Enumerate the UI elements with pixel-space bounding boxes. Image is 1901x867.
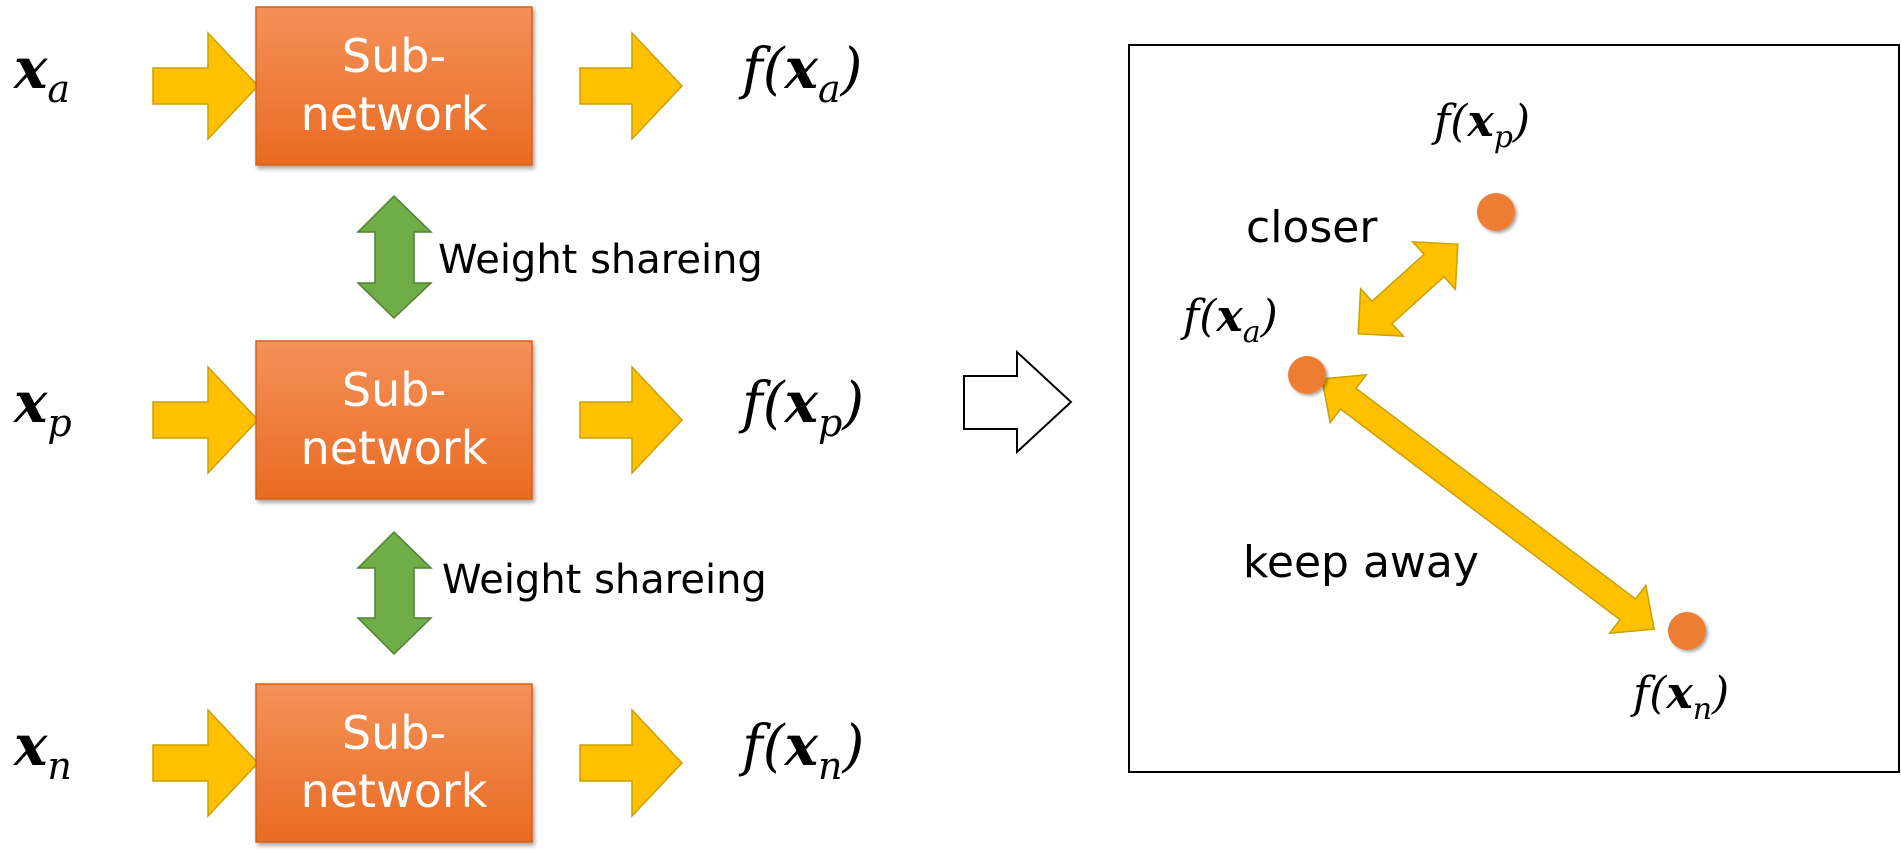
subnetwork-label-line1: Sub- [342, 363, 446, 417]
weight-sharing-1: Weight shareing [356, 194, 763, 320]
output-arrow-negative [579, 708, 684, 818]
input-arrow-positive [152, 365, 260, 475]
row-positive: xp Sub- network f(xp) [13, 340, 864, 500]
share-arrow-1 [356, 194, 433, 320]
transition-arrow [963, 349, 1073, 455]
keep-away-label: keep away [1243, 537, 1479, 588]
embedding-space-frame [1128, 44, 1900, 773]
output-arrow-anchor [579, 31, 684, 141]
share-arrow-2 [356, 530, 433, 656]
subnetwork-block-positive: Sub- network [255, 340, 533, 500]
input-arrow-negative [152, 708, 260, 818]
weight-sharing-2: Weight shareing [356, 530, 767, 656]
subnetwork-label-line1: Sub- [342, 706, 446, 760]
keep-away-arrow [1320, 373, 1656, 635]
point-label-fxp: f(xp) [1431, 96, 1530, 155]
embedding-space-panel: f(xp) f(xa) f(xn) closer keep away [1128, 44, 1900, 773]
input-xa-label: xa [13, 36, 70, 111]
output-fxa-label: f(xa) [738, 36, 862, 111]
subnetwork-label-line2: network [301, 764, 488, 818]
closer-label: closer [1246, 202, 1378, 253]
input-arrow-anchor [152, 31, 260, 141]
closer-arrow [1357, 240, 1459, 338]
weight-sharing-label-2: Weight shareing [442, 557, 767, 603]
point-fxp [1477, 193, 1515, 231]
output-arrow-positive [579, 365, 684, 475]
output-fxn-label: f(xn) [738, 713, 864, 788]
subnetwork-block-negative: Sub- network [255, 683, 533, 843]
point-fxa [1288, 356, 1326, 394]
row-anchor: xa Sub- network f(xa) [13, 6, 862, 166]
point-fxn [1668, 612, 1706, 650]
subnetwork-label-line1: Sub- [342, 29, 446, 83]
output-fxp-label: f(xp) [738, 370, 864, 445]
input-xn-label: xn [13, 713, 72, 788]
subnetwork-label-line2: network [301, 421, 488, 475]
row-negative: xn Sub- network f(xn) [13, 683, 864, 843]
weight-sharing-label-1: Weight shareing [438, 237, 763, 283]
subnetwork-block-anchor: Sub- network [255, 6, 533, 166]
point-label-fxa: f(xa) [1180, 291, 1278, 350]
input-xp-label: xp [13, 370, 72, 445]
point-label-fxn: f(xn) [1630, 668, 1729, 727]
subnetwork-label-line2: network [301, 87, 488, 141]
